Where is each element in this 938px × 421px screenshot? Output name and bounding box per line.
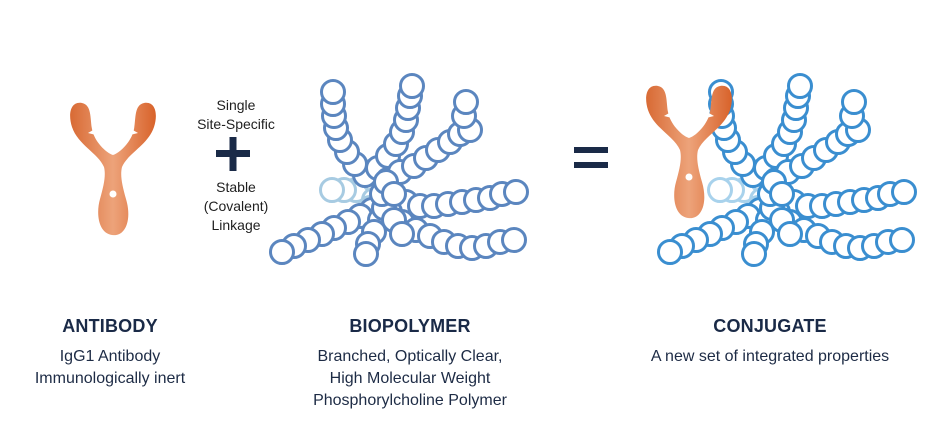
biopolymer-title: BIOPOLYMER (349, 316, 471, 336)
plus-icon (216, 137, 250, 171)
linkage-covalent-text: (Covalent) (203, 198, 269, 214)
polymer-bead (889, 227, 915, 253)
polymer-bead (503, 179, 529, 205)
polymer-bead (381, 181, 407, 207)
conjugate-desc-line: A new set of integrated properties (650, 348, 890, 365)
linkage-site-specific-text: Site-Specific (197, 116, 275, 132)
antibody-desc: IgG1 Antibody Immunologically inert (0, 346, 220, 390)
polymer-bead-light (707, 177, 733, 203)
polymer-bead (841, 89, 867, 115)
polymer-bead (399, 73, 425, 99)
polymer-bead (891, 179, 917, 205)
conjugate-desc: A new set of integrated properties (610, 346, 930, 368)
linkage-linkage-text: Linkage (211, 217, 261, 233)
antibody-desc-line: IgG1 Antibody (59, 348, 161, 365)
antibody-desc-line: Immunologically inert (34, 370, 186, 387)
polymer-bead-light (319, 177, 345, 203)
polymer-bead (389, 221, 415, 247)
equals-icon (574, 147, 608, 168)
polymer-bead (320, 79, 346, 105)
linkage-label-bottom: Stable (Covalent) Linkage (180, 178, 292, 235)
biopolymer-desc-line: Phosphorylcholine Polymer (313, 392, 507, 409)
antibody-icon (70, 102, 156, 236)
linkage-label-top: Single Site-Specific (180, 96, 292, 134)
biopolymer-desc-line: High Molecular Weight (329, 370, 491, 387)
polymer-bead (657, 239, 683, 265)
polymer-bead (353, 241, 379, 267)
biopolymer-desc: Branched, Optically Clear, High Molecula… (270, 346, 550, 412)
polymer-bead (269, 239, 295, 265)
linkage-stable-text: Stable (216, 179, 256, 195)
polymer-bead (501, 227, 527, 253)
polymer-bead (741, 241, 767, 267)
polymer-bead (453, 89, 479, 115)
polymer-bead (787, 73, 813, 99)
conjugate-title: CONJUGATE (713, 316, 827, 336)
polymer-bead (769, 181, 795, 207)
antibody-title: ANTIBODY (62, 316, 158, 336)
linkage-single-text: Single (216, 97, 256, 113)
biopolymer-desc-line: Branched, Optically Clear, (317, 348, 503, 365)
conjugate-antibody-icon (646, 85, 732, 219)
polymer-bead (777, 221, 803, 247)
